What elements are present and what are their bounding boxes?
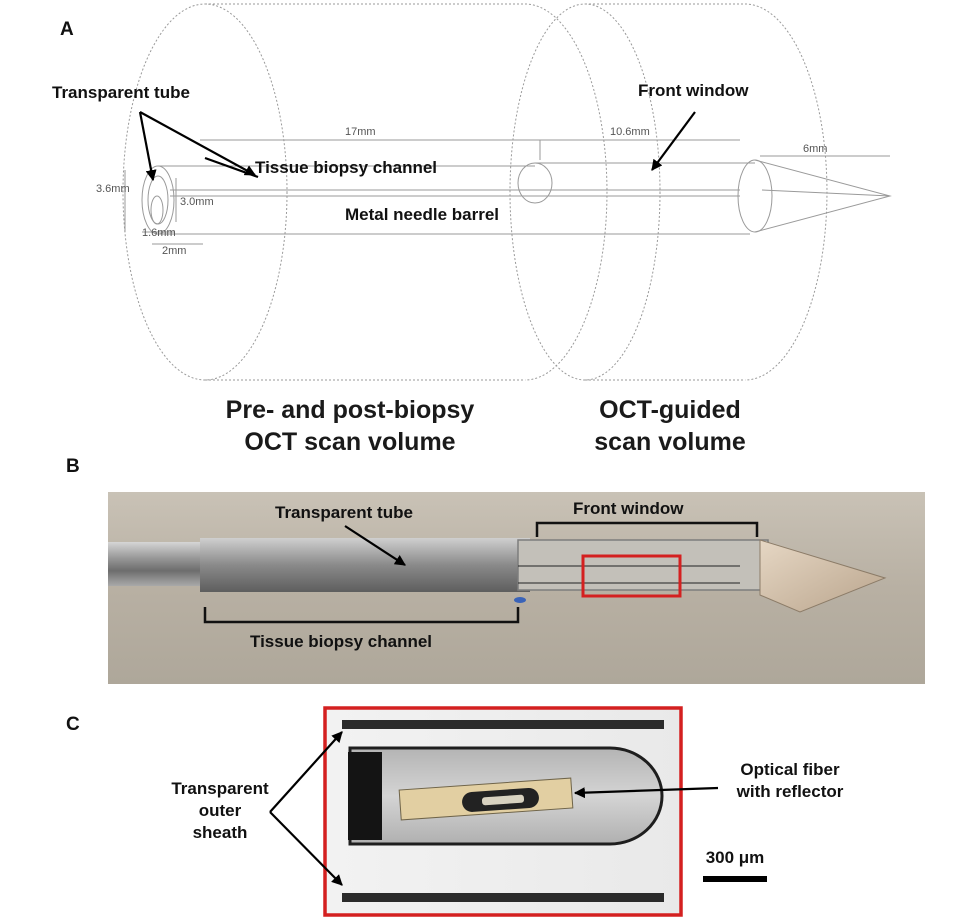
label-fiber-line2: with reflector [736, 782, 844, 801]
needle-wireframe [124, 139, 892, 245]
bracket-front-window [535, 521, 759, 537]
panel-c: C Transparent outer sheath Optical fiber… [66, 706, 844, 917]
arrow-front-window-a [651, 111, 696, 171]
panel-a: A [52, 3, 892, 456]
highlight-box-b [581, 554, 682, 598]
label-tissue-biopsy-channel-a: Tissue biopsy channel [255, 158, 437, 177]
oct-guided-scan-volume-cylinder [509, 3, 828, 381]
sheath-wall-bottom [342, 893, 664, 902]
arrow-sheath-bottom [269, 811, 343, 886]
panel-a-label: A [60, 19, 74, 40]
label-sheath-line2: outer [199, 801, 242, 820]
label-transparent-tube-b: Transparent tube [275, 503, 413, 522]
dim-2mm: 2mm [162, 245, 186, 257]
scale-bar [703, 876, 767, 882]
sheath-wall-top [342, 720, 664, 729]
volume-right-line1: OCT-guided [599, 396, 741, 424]
dim-3-6mm: 3.6mm [96, 183, 130, 195]
arrow-fiber [573, 786, 719, 799]
arrow-sheath-top [269, 731, 343, 813]
volume-right-line2: scan volume [594, 428, 746, 456]
pre-post-biopsy-scan-volume-cylinder [122, 3, 608, 381]
panel-c-label: C [66, 714, 80, 735]
scale-bar-label: 300 μm [706, 848, 765, 867]
needle-shaft [108, 542, 208, 586]
label-sheath-line3: sheath [193, 823, 248, 842]
dim-1-6mm: 1.6mm [142, 227, 176, 239]
label-transparent-tube-a: Transparent tube [52, 83, 190, 102]
label-sheath-line1: Transparent [171, 779, 269, 798]
arrow-tube-b [344, 525, 406, 566]
label-front-window-b: Front window [573, 499, 684, 518]
transparent-tube-section [200, 538, 530, 592]
arrow-biopsy-channel-a [204, 156, 259, 179]
label-fiber-line1: Optical fiber [740, 760, 840, 779]
panel-b-label: B [66, 456, 80, 477]
volume-left-line2: OCT scan volume [244, 428, 455, 456]
panel-b: B Transparent tube Front window Tissue b… [66, 456, 925, 684]
dim-17mm: 17mm [345, 126, 376, 138]
volume-left-line1: Pre- and post-biopsy [226, 396, 475, 424]
arrow-tube-a-1 [138, 111, 157, 182]
bracket-biopsy-channel [203, 607, 520, 624]
dim-10-6mm: 10.6mm [610, 126, 650, 138]
label-front-window-a: Front window [638, 81, 749, 100]
needle-tip [759, 539, 887, 613]
dim-3-0mm: 3.0mm [180, 196, 214, 208]
label-tissue-biopsy-channel-b: Tissue biopsy channel [250, 632, 432, 651]
label-metal-needle-barrel: Metal needle barrel [345, 205, 499, 224]
dim-6mm: 6mm [803, 143, 827, 155]
arrow-tube-a-2 [139, 111, 256, 176]
capsule-end-block [348, 752, 382, 840]
